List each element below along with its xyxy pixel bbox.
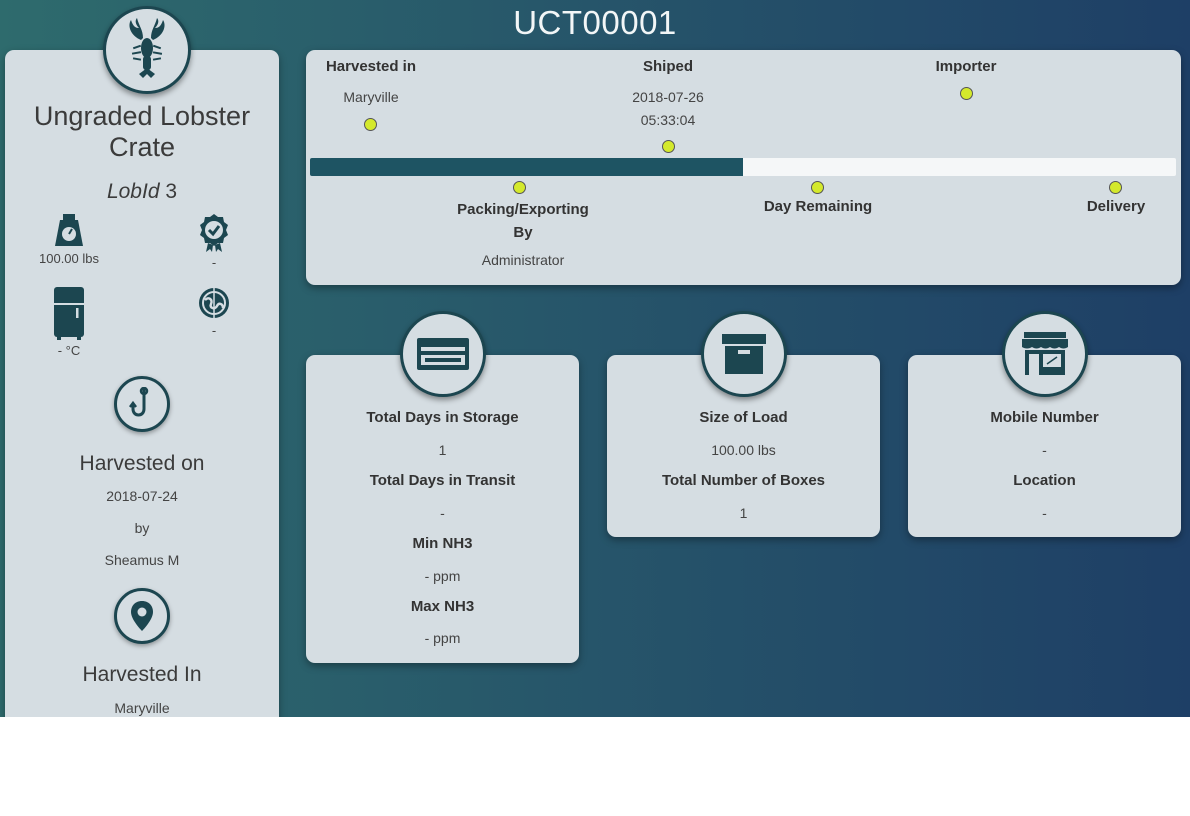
- shipment-progress-fill: [310, 158, 743, 176]
- location-pin-icon: [114, 588, 170, 644]
- timeline-harvested-in-label: Harvested in: [325, 58, 417, 75]
- crate-summary-card: Ungraded Lobster Crate LobId 3 100.00 lb…: [5, 6, 279, 717]
- timeline-dot-harvested: [364, 118, 377, 131]
- refrigerator-icon: [54, 287, 84, 340]
- location-value: -: [1042, 505, 1047, 521]
- min-nh3-label: Min NH3: [412, 535, 473, 552]
- harvested-in-value: Maryville: [114, 700, 170, 716]
- timeline-dot-shiped: [662, 140, 675, 153]
- contact-card: Mobile Number - Location -: [908, 311, 1181, 537]
- weight-stat: 100.00 lbs: [29, 212, 109, 266]
- grade-stat: -: [174, 212, 254, 270]
- shipment-timeline-card: Harvested in Maryville Shiped 2018-07-26…: [306, 50, 1181, 285]
- by-label: by: [134, 520, 150, 536]
- app-background: UCT00001 Ungraded Lobster: [0, 0, 1190, 717]
- size-of-load-label: Size of Load: [699, 409, 788, 426]
- timeline-dot-importer: [960, 87, 973, 100]
- harvester-name: Sheamus M: [104, 552, 180, 568]
- days-storage-label: Total Days in Storage: [366, 409, 519, 426]
- timeline-packing-value: Administrator: [481, 252, 565, 268]
- days-transit-value: -: [440, 505, 445, 521]
- storage-drawer-icon: [400, 311, 486, 397]
- lobid-label: LobId: [106, 180, 160, 203]
- timeline-dot-packing: [513, 181, 526, 194]
- location-label: Location: [1013, 472, 1076, 489]
- packing-label-line2: By: [513, 224, 533, 241]
- storage-card: Total Days in Storage 1 Total Days in Tr…: [306, 311, 579, 663]
- packing-label-line1: Packing/Exporting: [457, 201, 589, 218]
- lobid-value: 3: [165, 180, 178, 203]
- temperature-stat: - °C: [29, 286, 109, 358]
- timeline-shiped-label: Shiped: [642, 58, 693, 75]
- timeline-harvested-in-value: Maryville: [343, 89, 399, 105]
- timeline-packing-label: Packing/Exporting By: [438, 198, 608, 244]
- timeline-dot-day-remaining: [811, 181, 824, 194]
- timeline-day-remaining-label: Day Remaining: [763, 198, 873, 215]
- harvested-on-date: 2018-07-24: [106, 488, 178, 504]
- max-nh3-value: - ppm: [424, 630, 461, 646]
- fishing-hook-icon: [114, 376, 170, 432]
- timeline-delivery-label: Delivery: [1086, 198, 1146, 215]
- timeline-importer-label: Importer: [935, 58, 997, 75]
- total-boxes-label: Total Number of Boxes: [661, 472, 826, 489]
- lobid: LobId 3: [5, 180, 279, 204]
- grade-value: -: [211, 255, 217, 270]
- page-title: UCT00001: [513, 4, 677, 41]
- scale-icon: [55, 214, 83, 246]
- load-card: Size of Load 100.00 lbs Total Number of …: [607, 311, 880, 537]
- max-nh3-label: Max NH3: [410, 598, 475, 615]
- temperature-value: - °C: [57, 343, 81, 358]
- total-boxes-value: 1: [739, 505, 748, 521]
- days-transit-label: Total Days in Transit: [369, 472, 516, 489]
- timeline-shiped-time: 05:33:04: [640, 112, 696, 128]
- size-of-load-value: 100.00 lbs: [711, 442, 776, 458]
- shipment-progress-bar: [310, 158, 1176, 176]
- min-nh3-value: - ppm: [424, 568, 461, 584]
- award-badge-icon: [200, 214, 228, 252]
- mobile-number-value: -: [1042, 442, 1047, 458]
- weight-value: 100.00 lbs: [39, 251, 99, 266]
- mobile-number-label: Mobile Number: [990, 409, 1099, 426]
- timeline-dot-delivery: [1109, 181, 1122, 194]
- harvested-in-heading: Harvested In: [82, 663, 202, 686]
- lobster-icon: [103, 6, 191, 94]
- store-icon: [1002, 311, 1088, 397]
- globe-icon: [199, 288, 229, 318]
- region-value: -: [211, 323, 217, 338]
- box-icon: [701, 311, 787, 397]
- crate-name: Ungraded Lobster Crate: [33, 101, 251, 162]
- harvested-on-heading: Harvested on: [79, 452, 205, 475]
- timeline-shiped-date: 2018-07-26: [632, 89, 704, 105]
- days-storage-value: 1: [438, 442, 447, 458]
- region-stat: -: [174, 286, 254, 338]
